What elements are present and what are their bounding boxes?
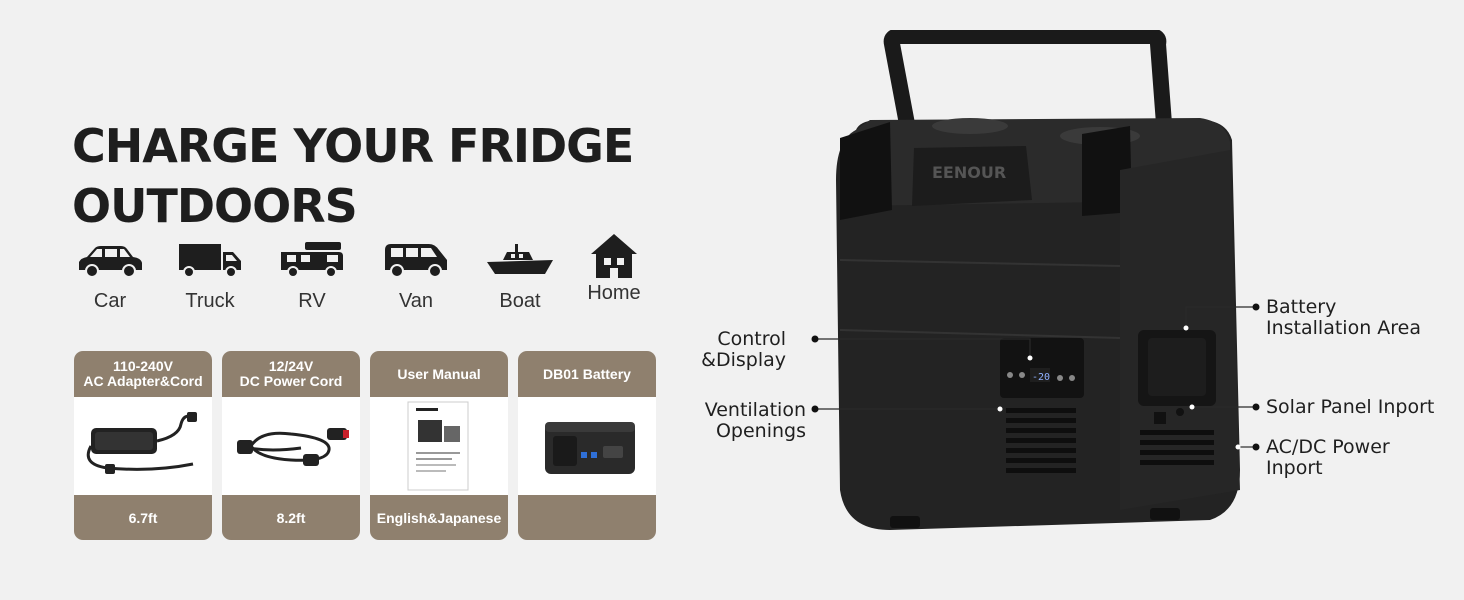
home-icon — [591, 234, 637, 278]
vehicle-label: RV — [298, 290, 326, 312]
user-manual-image — [370, 397, 508, 495]
card-header: DB01 Battery — [518, 351, 656, 397]
callout-acdc-power: AC/DC Power Inport — [1266, 436, 1390, 479]
vehicle-truck: Truck — [160, 240, 260, 313]
dc-cord-image — [222, 397, 360, 495]
vehicle-label: Home — [587, 282, 641, 304]
fridge-image: EENOUR -20 — [836, 30, 1240, 530]
accessory-card-ac-adapter: 110-240V AC Adapter&Cord 6.7ft — [74, 351, 212, 540]
brand-logo: EENOUR — [932, 163, 1006, 182]
accessory-card-battery: DB01 Battery — [518, 351, 656, 540]
callout-battery-area: Battery Installation Area — [1266, 296, 1421, 339]
vehicle-rv: RV — [262, 240, 362, 313]
vehicle-boat: Boat — [470, 240, 570, 313]
truck-icon — [179, 244, 241, 278]
callout-ventilation: Ventilation Openings — [704, 399, 806, 442]
accessory-card-dc-cord: 12/24V DC Power Cord 8.2ft — [222, 351, 360, 540]
battery-image — [518, 397, 656, 495]
card-header: 110-240V AC Adapter&Cord — [74, 351, 212, 397]
card-footer — [518, 495, 656, 540]
card-footer: 8.2ft — [222, 495, 360, 540]
vehicle-label: Car — [93, 290, 127, 312]
vehicle-label: Van — [398, 290, 434, 312]
ac-adapter-image — [74, 397, 212, 495]
page-title: CHARGE YOUR FRIDGE OUTDOORS — [72, 116, 634, 236]
boat-icon — [487, 244, 553, 274]
title-line-2: OUTDOORS — [72, 179, 358, 233]
vehicle-van: Van — [366, 240, 466, 313]
accessory-card-user-manual: User Manual English&Japanese — [370, 351, 508, 540]
vehicle-label: Boat — [499, 290, 541, 312]
callout-control-display: Control &Display — [701, 328, 786, 371]
title-line-1: CHARGE YOUR FRIDGE — [72, 119, 634, 173]
callout-solar-panel: Solar Panel Inport — [1266, 396, 1435, 418]
vehicle-car: Car — [60, 240, 160, 313]
vehicle-home: Home — [564, 234, 664, 305]
vehicle-label: Truck — [185, 290, 235, 312]
display-readout: -20 — [1032, 372, 1050, 383]
card-header: 12/24V DC Power Cord — [222, 351, 360, 397]
card-footer: 6.7ft — [74, 495, 212, 540]
card-footer: English&Japanese — [370, 495, 508, 540]
car-icon — [79, 246, 142, 278]
van-icon — [385, 244, 447, 278]
card-header: User Manual — [370, 351, 508, 397]
rv-icon — [281, 242, 343, 278]
